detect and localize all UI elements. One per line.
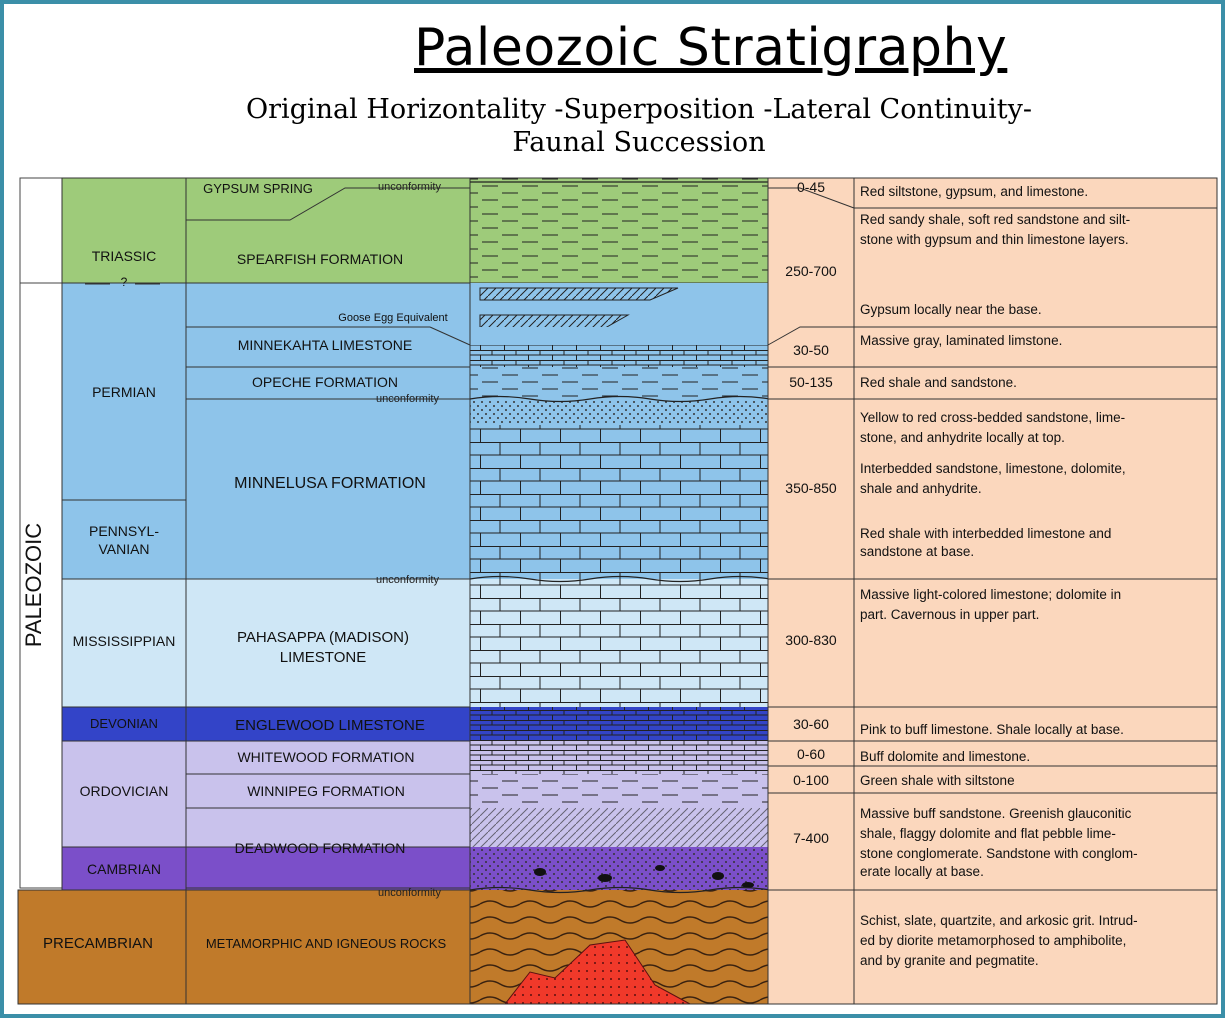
description-line: part. Cavernous in upper part. [860,607,1039,622]
unconformity-label: unconformity [376,393,439,405]
thickness-minnekahta: 30-50 [793,342,829,358]
formation-gypsum-spring: GYPSUM SPRING [203,181,313,196]
description-line: Red shale with interbedded limestone and [860,526,1111,541]
formation-englewood: ENGLEWOOD LIMESTONE [235,717,425,734]
period-precambrian: PRECAMBRIAN [43,935,153,952]
formation-pahasappa-1: PAHASAPPA (MADISON) [237,629,409,646]
formation-metamorphic-igneous: METAMORPHIC AND IGNEOUS ROCKS [206,936,447,951]
period-permian: PERMIAN [92,384,156,400]
unconformity-label: unconformity [378,887,441,899]
description-line: Yellow to red cross-bedded sandstone, li… [860,410,1125,425]
formation-deadwood: DEADWOOD FORMATION [235,840,406,856]
period-pennsylvanian-2: VANIAN [98,541,149,557]
description-line: shale and anhydrite. [860,481,982,496]
thickness-minnelusa: 350-850 [785,480,837,496]
description-line: Red shale and sandstone. [860,375,1017,390]
period-pennsylvanian-1: PENNSYL- [89,523,159,539]
thickness-opeche: 50-135 [789,374,833,390]
period-mississippian: MISSISSIPPIAN [73,633,176,649]
description-line: Massive buff sandstone. Greenish glaucon… [860,806,1132,821]
period-triassic: TRIASSIC [92,248,157,264]
thickness-englewood: 30-60 [793,716,829,732]
formation-whitewood: WHITEWOOD FORMATION [237,749,414,765]
description-line: Buff dolomite and limestone. [860,749,1030,764]
description-line: sandstone at base. [860,544,974,559]
formation-minnekahta: MINNEKAHTA LIMESTONE [238,337,413,353]
description-line: Red sandy shale, soft red sandstone and … [860,212,1130,227]
period-devonian: DEVONIAN [90,716,158,731]
formation-winnipeg: WINNIPEG FORMATION [247,783,405,799]
description-line: stone conglomerate. Sandstone with congl… [860,846,1138,861]
description-line: Red siltstone, gypsum, and limestone. [860,184,1088,199]
unconformity-label: unconformity [376,574,439,586]
description-line: ed by diorite metamorphosed to amphiboli… [860,933,1126,948]
period-uncertain: ? [121,275,128,289]
thickness-gypsum-spring: 0-45 [797,179,825,195]
description-line: Massive gray, laminated limstone. [860,333,1062,348]
thickness-winnipeg: 0-100 [793,772,829,788]
thickness-spearfish: 250-700 [785,263,837,279]
description-line: stone with gypsum and thin limestone lay… [860,232,1129,247]
thickness-deadwood: 7-400 [793,830,829,846]
formation-pahasappa-2: LIMESTONE [280,649,366,666]
description-line: Pink to buff limestone. Shale locally at… [860,722,1124,737]
period-ordovician: ORDOVICIAN [80,783,169,799]
formation-goose-egg: Goose Egg Equivalent [338,312,447,324]
description-line: Interbedded sandstone, limestone, dolomi… [860,461,1126,476]
period-cambrian: CAMBRIAN [87,861,161,877]
description-line: Green shale with siltstone [860,773,1015,788]
description-line: stone, and anhydrite locally at top. [860,430,1065,445]
formation-spearfish: SPEARFISH FORMATION [237,251,403,267]
description-line: erate locally at base. [860,864,984,879]
unconformity-label: unconformity [378,181,441,193]
description-line: Gypsum locally near the base. [860,302,1042,317]
description-line: Schist, slate, quartzite, and arkosic gr… [860,913,1138,928]
description-line: shale, flaggy dolomite and flat pebble l… [860,826,1116,841]
thickness-pahasappa: 300-830 [785,632,837,648]
thickness-whitewood: 0-60 [797,746,825,762]
description-line: Massive light-colored limestone; dolomit… [860,587,1121,602]
formation-opeche: OPECHE FORMATION [252,374,398,390]
description-line: and by granite and pegmatite. [860,953,1039,968]
era-label: PALEOZOIC [21,523,46,647]
formation-minnelusa: MINNELUSA FORMATION [234,475,426,492]
